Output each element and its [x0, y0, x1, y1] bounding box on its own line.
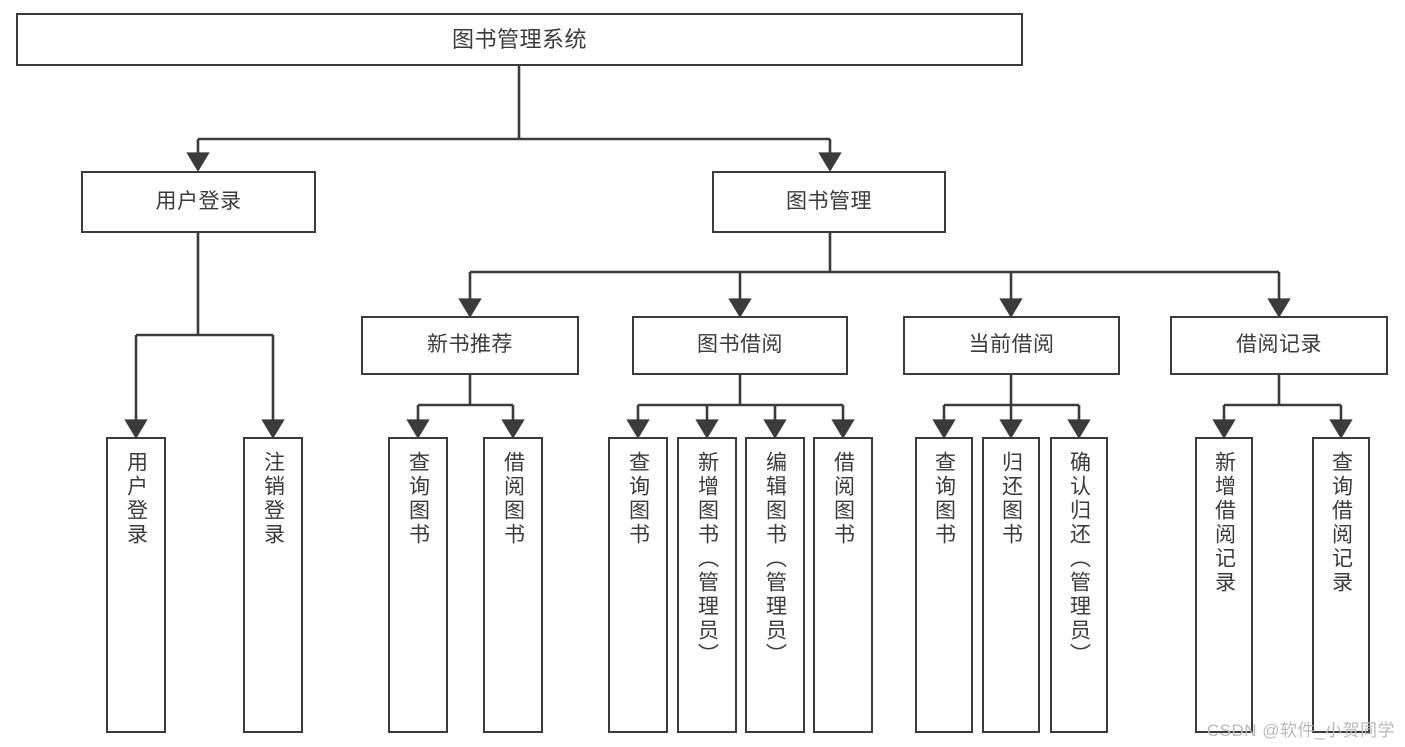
node-leaf-search-record[interactable]: 查询借阅记录 [1312, 437, 1370, 733]
node-leaf-user-logout[interactable]: 注销登录 [243, 437, 303, 733]
node-leaf-borrow-book-new-label: 借阅图书 [501, 451, 525, 547]
node-root-label: 图书管理系统 [451, 26, 587, 52]
node-user-login[interactable]: 用户登录 [81, 171, 316, 233]
node-leaf-user-login-label: 用户登录 [124, 451, 148, 547]
node-new-book-recommend[interactable]: 新书推荐 [361, 316, 579, 375]
watermark-text: CSDN @软件_小贺同学 [1206, 721, 1395, 740]
node-leaf-add-book-label: 新增图书（管理员） [695, 451, 719, 667]
node-leaf-search-book-borrow-label: 查询图书 [626, 451, 650, 547]
node-leaf-edit-book[interactable]: 编辑图书（管理员） [745, 437, 805, 733]
node-leaf-search-record-label: 查询借阅记录 [1329, 451, 1353, 595]
node-root[interactable]: 图书管理系统 [16, 13, 1023, 66]
node-leaf-add-record-label: 新增借阅记录 [1212, 451, 1236, 595]
node-leaf-search-book-current-label: 查询图书 [932, 451, 956, 547]
node-leaf-user-login[interactable]: 用户登录 [106, 437, 166, 733]
node-leaf-search-book-current[interactable]: 查询图书 [915, 437, 973, 733]
node-current-borrow[interactable]: 当前借阅 [903, 316, 1120, 375]
node-leaf-search-book-borrow[interactable]: 查询图书 [608, 437, 668, 733]
node-leaf-borrow-book[interactable]: 借阅图书 [813, 437, 873, 733]
node-book-manage[interactable]: 图书管理 [712, 171, 946, 233]
node-borrow-record[interactable]: 借阅记录 [1170, 316, 1388, 375]
node-leaf-search-book-new-label: 查询图书 [406, 451, 430, 547]
node-leaf-return-book[interactable]: 归还图书 [982, 437, 1040, 733]
node-leaf-search-book-new[interactable]: 查询图书 [388, 437, 448, 733]
node-leaf-borrow-book-new[interactable]: 借阅图书 [483, 437, 543, 733]
node-book-borrow-label: 图书借阅 [697, 333, 783, 357]
node-leaf-add-book[interactable]: 新增图书（管理员） [677, 437, 737, 733]
node-user-login-label: 用户登录 [155, 189, 242, 213]
node-borrow-record-label: 借阅记录 [1236, 333, 1322, 357]
node-leaf-confirm-return-label: 确认归还（管理员） [1067, 451, 1091, 667]
node-leaf-edit-book-label: 编辑图书（管理员） [763, 451, 787, 667]
node-leaf-add-record[interactable]: 新增借阅记录 [1195, 437, 1253, 733]
node-book-borrow[interactable]: 图书借阅 [632, 316, 848, 375]
node-book-manage-label: 图书管理 [786, 189, 872, 213]
node-current-borrow-label: 当前借阅 [968, 333, 1055, 357]
node-leaf-return-book-label: 归还图书 [999, 451, 1023, 547]
node-leaf-user-logout-label: 注销登录 [261, 451, 285, 547]
node-leaf-confirm-return[interactable]: 确认归还（管理员） [1050, 437, 1108, 733]
node-leaf-borrow-book-label: 借阅图书 [831, 451, 855, 547]
node-new-book-recommend-label: 新书推荐 [427, 333, 513, 357]
